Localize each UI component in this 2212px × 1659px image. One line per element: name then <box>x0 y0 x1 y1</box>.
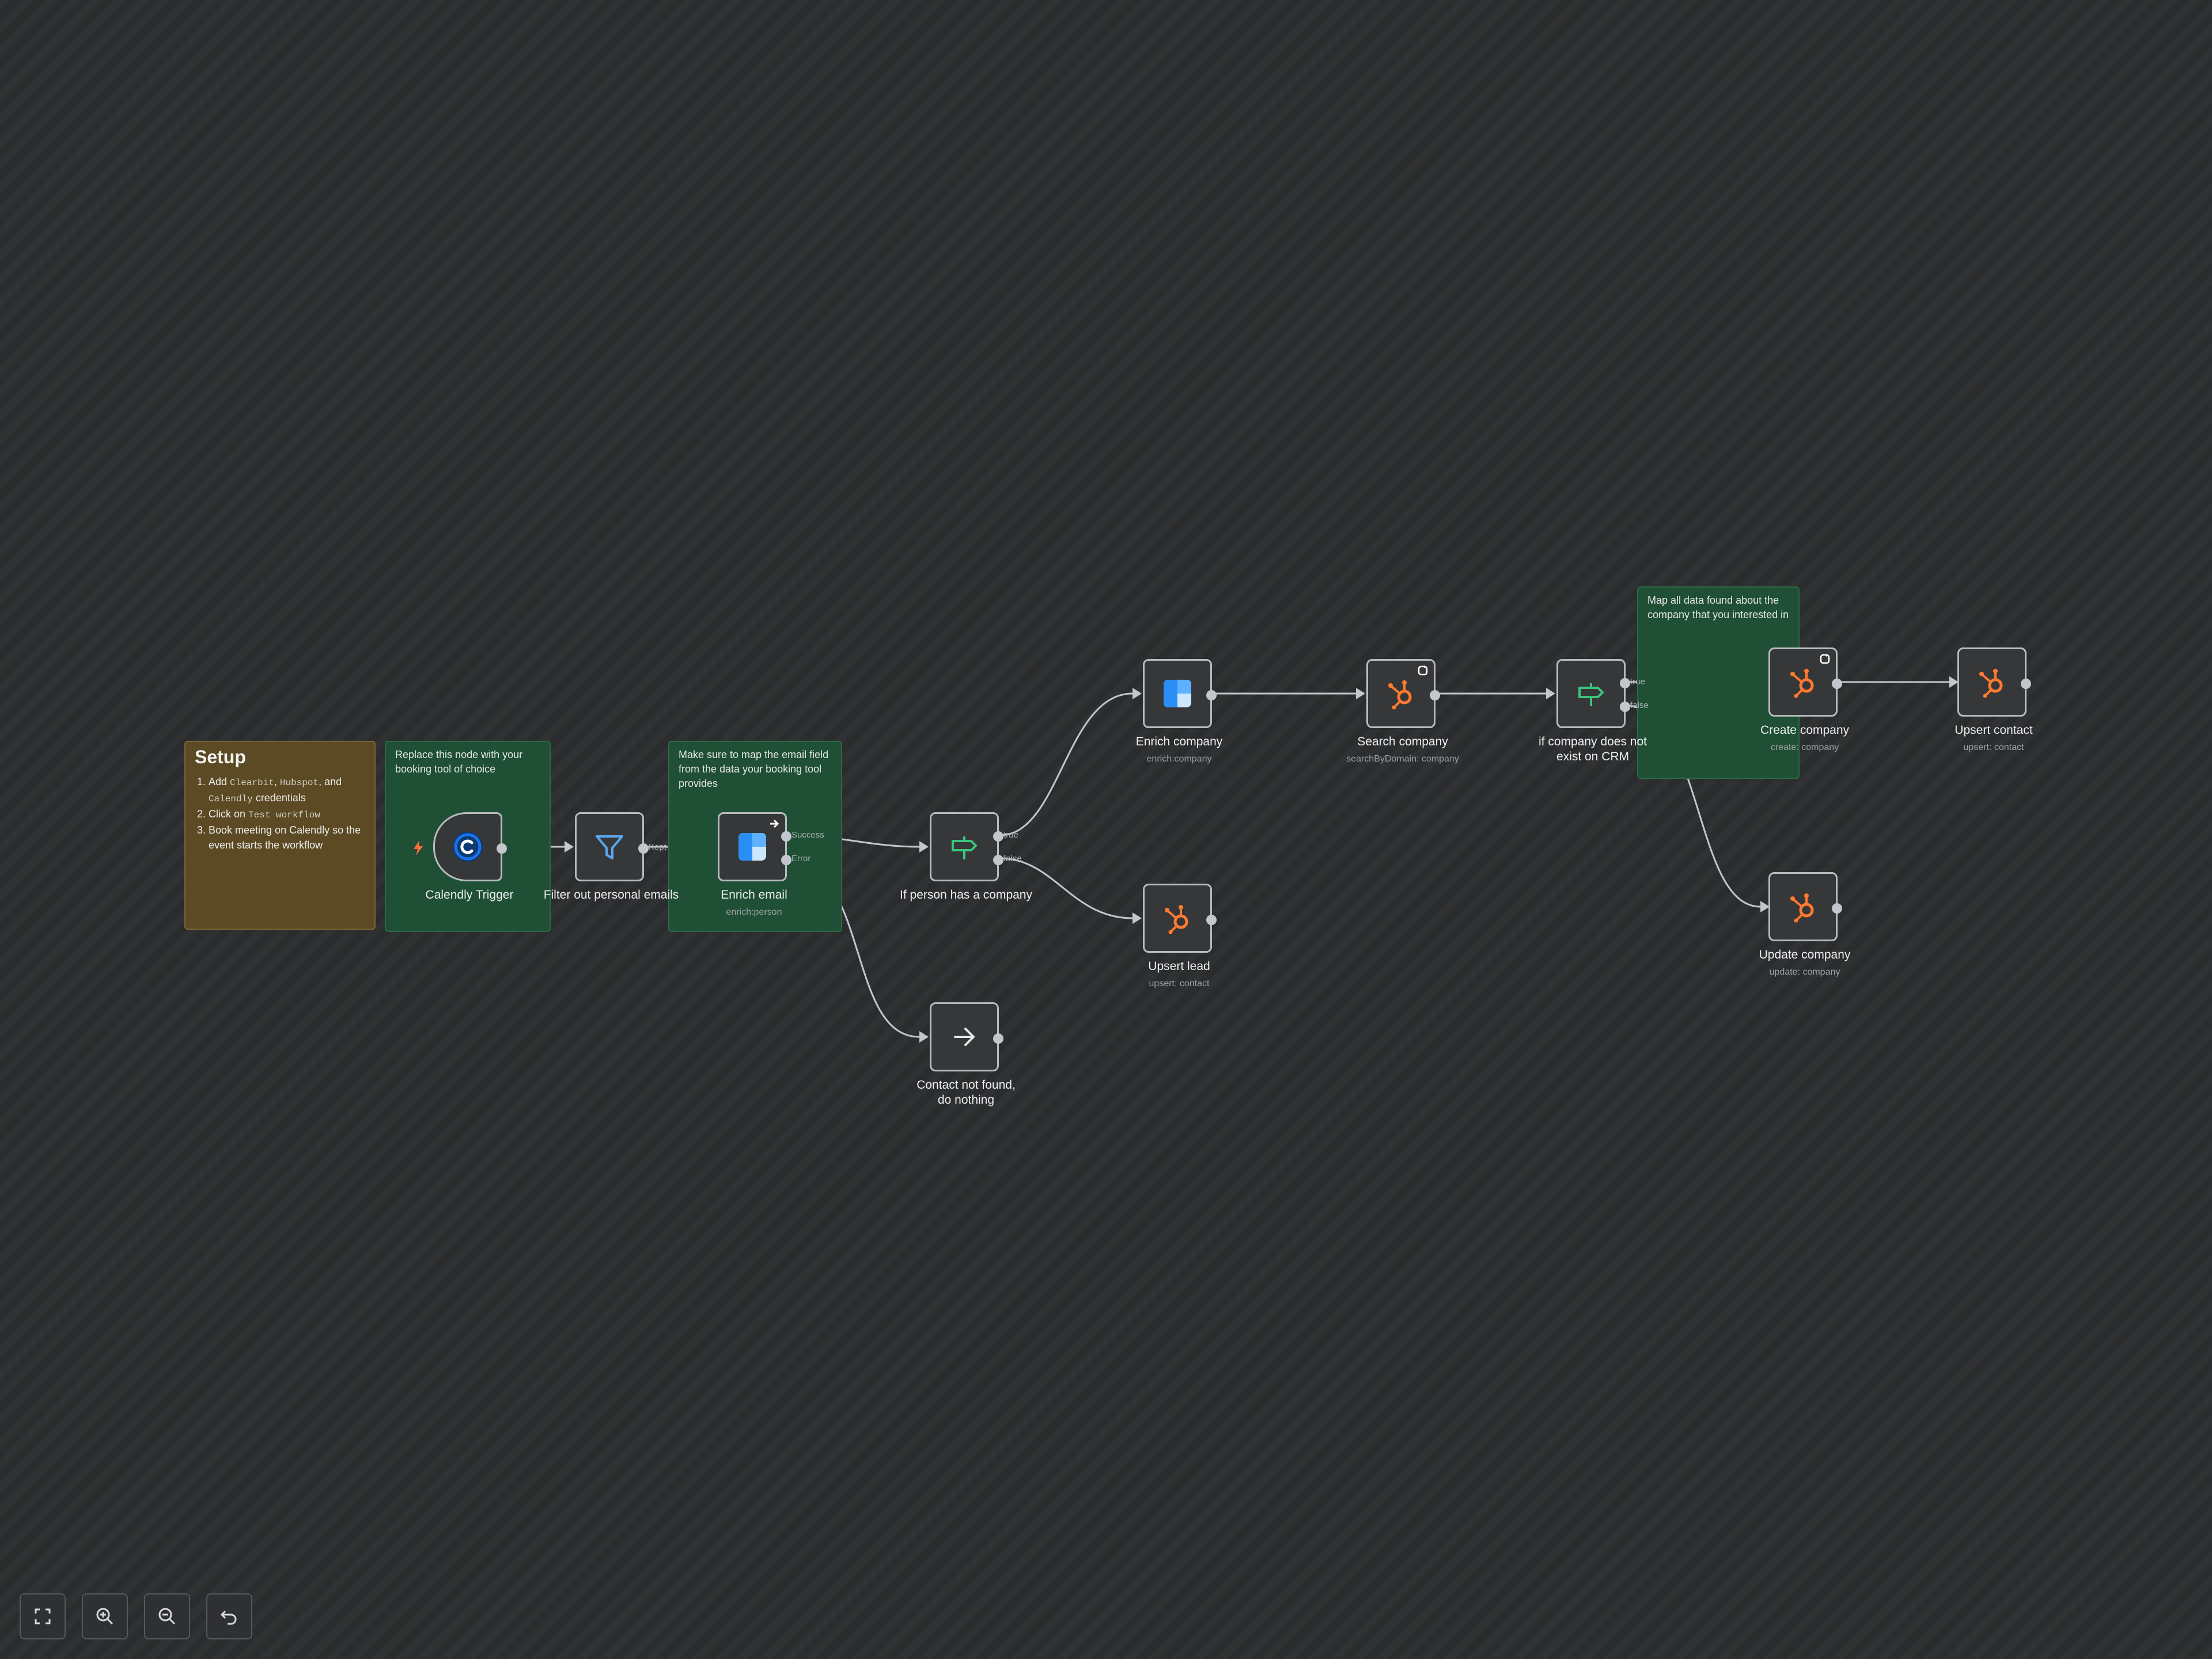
arrow-head <box>919 841 929 853</box>
port-label: Kept <box>649 842 666 852</box>
sticky-note-text: Map all data found about the company tha… <box>1647 594 1789 620</box>
arrow-head <box>1132 912 1142 924</box>
calendly-icon <box>453 832 483 862</box>
node-calendly-trigger[interactable]: Calendly Trigger <box>414 812 513 902</box>
node-subtitle: update: company <box>1769 967 1840 977</box>
node-label: If person has a company <box>900 888 1032 902</box>
sticky-note-text: Make sure to map the email field from th… <box>679 749 829 789</box>
zoom-out-icon <box>158 1608 176 1625</box>
node-label: Calendly Trigger <box>425 888 514 902</box>
output-port-true[interactable]: true <box>1620 677 1645 688</box>
setup-step-2: Click on Test workflow <box>209 806 374 823</box>
connection-if-person-enrich-company <box>999 692 1133 836</box>
output-port-success[interactable]: Success <box>781 830 824 842</box>
output-port[interactable] <box>1832 903 1842 914</box>
setup-step-3: Book meeting on Calendly so the event st… <box>209 823 374 853</box>
port-label: false <box>1003 854 1022 863</box>
output-port-false[interactable]: false <box>993 854 1022 865</box>
reset-zoom-button[interactable] <box>206 1593 252 1639</box>
output-port[interactable] <box>1430 690 1440 700</box>
node-label: if company does not exist on CRM <box>1539 735 1647 763</box>
port-label: true <box>1003 830 1018 840</box>
sticky-note-setup[interactable]: Setup Add Clearbit, Hubspot, and Calendl… <box>184 741 376 930</box>
output-port[interactable] <box>1206 690 1217 700</box>
output-port[interactable] <box>497 843 507 854</box>
output-port[interactable] <box>1832 679 1842 689</box>
clearbit-icon <box>1164 680 1191 707</box>
port-label: false <box>1630 700 1649 710</box>
port-label: Error <box>791 854 811 863</box>
zoom-to-fit-button[interactable] <box>20 1593 66 1639</box>
hubspot-icon <box>1388 680 1412 710</box>
arrow-head <box>1760 901 1770 912</box>
output-port-error[interactable]: Error <box>781 854 810 865</box>
node-subtitle: upsert: contact <box>1963 743 2024 752</box>
fullscreen-icon <box>35 1608 51 1624</box>
filter-icon <box>596 835 623 859</box>
sticky-note-map-company[interactable]: Map all data found about the company tha… <box>1637 586 1800 779</box>
arrow-right-icon <box>954 1028 975 1046</box>
node-subtitle: searchByDomain: company <box>1346 754 1459 764</box>
node-subtitle: create: company <box>1770 743 1839 752</box>
output-port-kept[interactable]: Kept <box>638 842 666 854</box>
refresh-icon <box>1820 654 1830 664</box>
undo-icon <box>220 1610 237 1625</box>
node-subtitle: enrich:company <box>1146 754 1212 764</box>
bolt-icon <box>414 840 423 855</box>
node-if-person-has-company[interactable]: true false If person has a company <box>900 812 1032 902</box>
zoom-in-button[interactable] <box>82 1593 128 1639</box>
arrow-right-icon <box>770 819 779 828</box>
clearbit-icon <box>738 833 766 861</box>
output-port[interactable] <box>2021 679 2031 689</box>
setup-title: Setup <box>195 747 246 767</box>
output-port-false[interactable]: false <box>1620 700 1649 712</box>
arrow-head <box>565 841 574 853</box>
node-if-company-not-exist[interactable]: true false if company does not exist on … <box>1539 659 1649 763</box>
port-label: Success <box>791 830 824 840</box>
connection-if-person-upsert-lead <box>999 857 1133 919</box>
hubspot-icon <box>1165 905 1188 934</box>
signpost-icon <box>952 836 977 859</box>
arrow-head <box>1132 688 1142 699</box>
node-filter-personal-emails[interactable]: Kept Filter out personal emails <box>544 812 679 902</box>
arrow-head <box>1356 688 1365 699</box>
arrow-head <box>1546 688 1555 699</box>
setup-step-1: Add Clearbit, Hubspot, and Calendly cred… <box>209 774 374 806</box>
node-subtitle: enrich:person <box>726 907 782 917</box>
hubspot-icon <box>1979 669 2003 698</box>
node-subtitle: upsert: contact <box>1149 979 1210 988</box>
output-port[interactable] <box>1206 915 1217 925</box>
node-label: Filter out personal emails <box>543 888 679 902</box>
setup-steps: Add Clearbit, Hubspot, and Calendly cred… <box>194 774 374 853</box>
hubspot-icon <box>1790 669 1814 698</box>
port-label: true <box>1630 677 1645 687</box>
signpost-icon <box>1578 683 1604 706</box>
node-contact-not-found[interactable]: Contact not found, do nothing <box>916 1002 1016 1107</box>
hubspot-icon <box>1790 893 1814 923</box>
zoom-out-button[interactable] <box>144 1593 190 1639</box>
sticky-note-text: Replace this node with your booking tool… <box>395 749 523 775</box>
arrow-head <box>1949 676 1959 688</box>
output-port-true[interactable]: true <box>993 830 1018 842</box>
zoom-in-icon <box>96 1608 113 1625</box>
node-label: Contact not found, do nothing <box>916 1078 1016 1107</box>
arrow-head <box>919 1031 929 1043</box>
refresh-icon <box>1418 665 1428 676</box>
output-port[interactable] <box>993 1033 1003 1044</box>
